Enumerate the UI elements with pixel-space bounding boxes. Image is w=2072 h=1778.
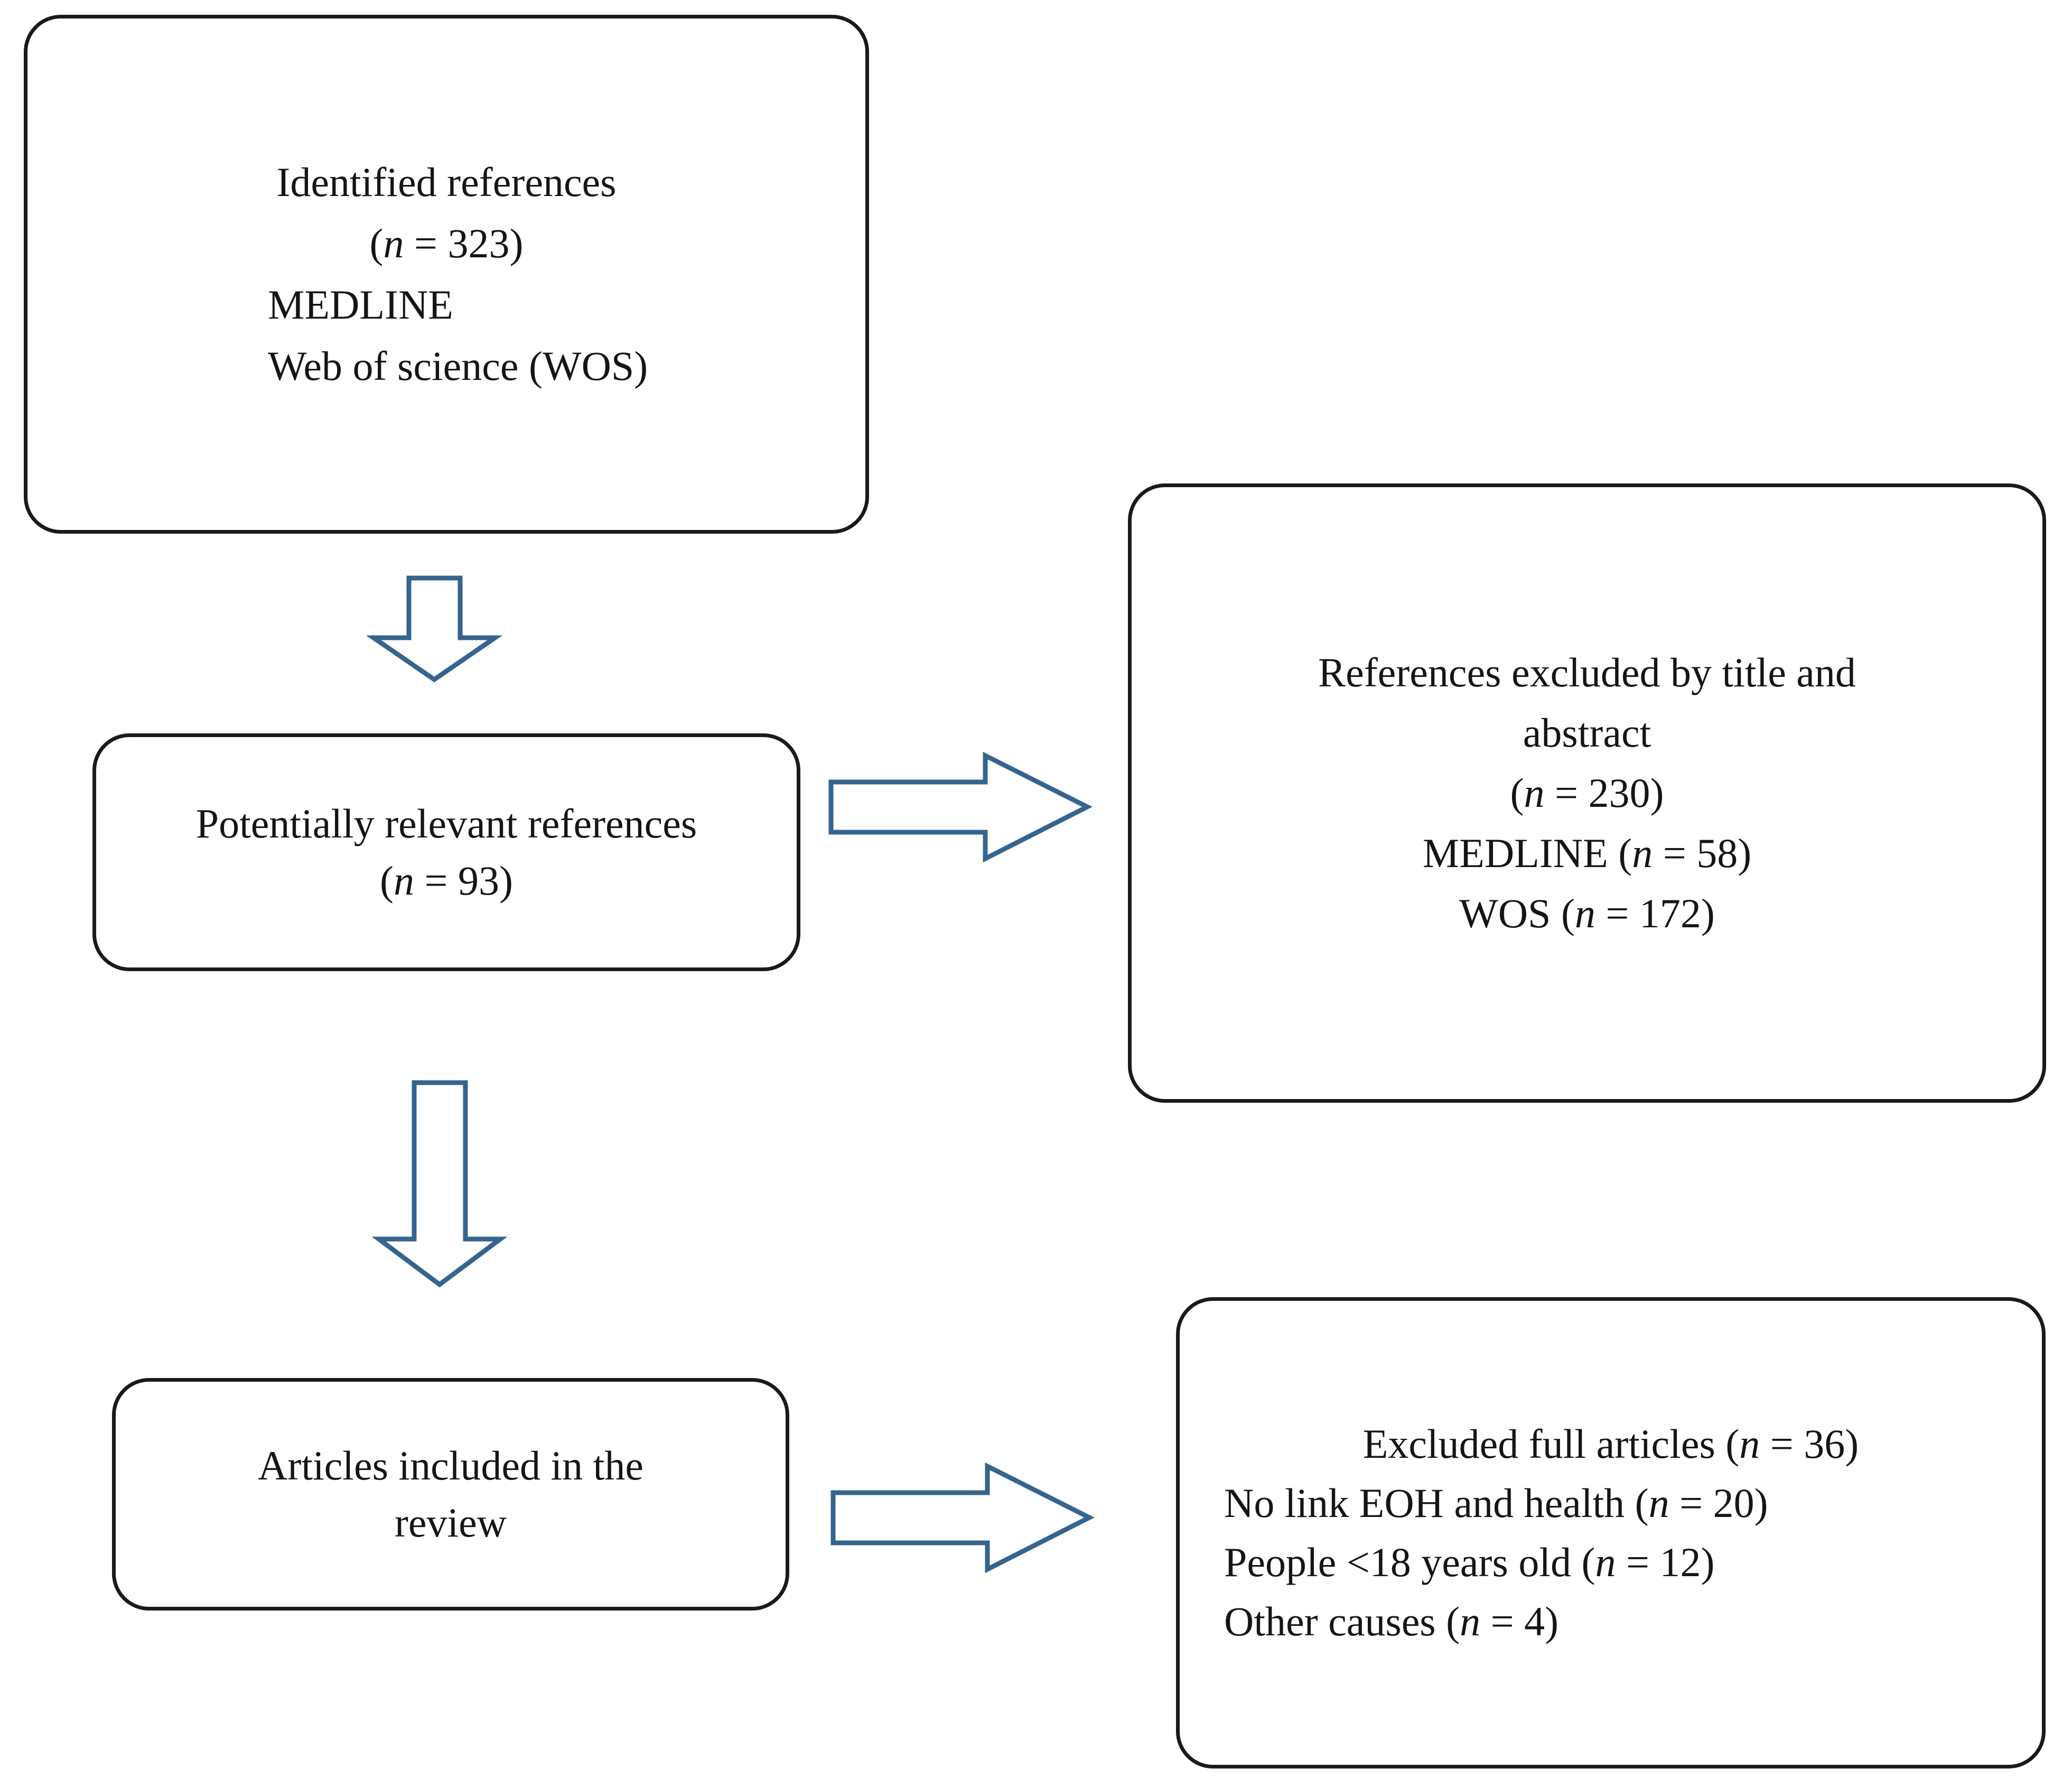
n-symbol: n	[1632, 830, 1653, 876]
arrow-down-icon-identified-to-potentially	[366, 575, 503, 683]
source-label: MEDLINE (	[1422, 830, 1632, 876]
box-potentially-content: Potentially relevant references (n = 93)	[96, 787, 797, 917]
source-label: WOS (	[1459, 890, 1575, 936]
excluded-title-heading-line2: abstract	[1523, 710, 1651, 756]
n-symbol: n	[383, 220, 404, 266]
excluded-full-reason-other: Other causes (n = 4)	[1180, 1601, 2042, 1642]
count-value: = 36)	[1760, 1421, 1859, 1467]
n-symbol: n	[1739, 1421, 1760, 1467]
box-identified-content: Identified references (n = 323) MEDLINE …	[27, 142, 865, 407]
count-value: = 12)	[1616, 1539, 1715, 1585]
included-title-line1: Articles included in the	[258, 1442, 643, 1488]
arrow-down-icon-potentially-to-included	[371, 1080, 508, 1288]
identified-count: (n = 323)	[27, 223, 865, 264]
count-value: = 20)	[1669, 1480, 1768, 1526]
excluded-full-reason-under-18: People <18 years old (n = 12)	[1180, 1542, 2042, 1583]
arrow-right-icon-potentially-to-excluded-title	[828, 751, 1093, 863]
identified-title: Identified references	[276, 159, 617, 205]
count-value: = 230)	[1544, 770, 1664, 816]
n-symbol: n	[1524, 770, 1545, 816]
paren-open: (	[1510, 770, 1524, 816]
reason-label: Excluded full articles (	[1362, 1421, 1740, 1467]
n-symbol: n	[394, 858, 414, 904]
identified-source-medline: MEDLINE	[268, 282, 453, 328]
potentially-title: Potentially relevant references	[195, 800, 697, 846]
box-included-content: Articles included in the review	[116, 1429, 786, 1559]
box-articles-included-in-review: Articles included in the review	[112, 1378, 789, 1611]
count-value: = 172)	[1595, 890, 1715, 936]
paren-open: (	[369, 220, 384, 266]
excluded-title-wos: WOS (n = 172)	[1132, 893, 2042, 934]
count-value: = 4)	[1480, 1598, 1559, 1644]
excluded-full-reason-no-link: No link EOH and health (n = 20)	[1180, 1483, 2042, 1524]
identified-source-wos: Web of science (WOS)	[268, 343, 648, 389]
arrow-right-icon-included-to-excluded-full	[830, 1462, 1095, 1574]
potentially-count: (n = 93)	[96, 860, 797, 901]
n-symbol: n	[1574, 890, 1595, 936]
reason-label: No link EOH and health (	[1224, 1480, 1649, 1526]
count-value: = 323)	[404, 220, 524, 266]
box-excluded-full-content: Excluded full articles (n = 36) No link …	[1180, 1405, 2042, 1660]
box-excluded-full-articles: Excluded full articles (n = 36) No link …	[1176, 1297, 2046, 1768]
reason-label: People <18 years old (	[1224, 1539, 1595, 1585]
box-potentially-relevant-references: Potentially relevant references (n = 93)	[92, 733, 800, 971]
excluded-title-medline: MEDLINE (n = 58)	[1132, 833, 2042, 874]
excluded-title-count: (n = 230)	[1132, 772, 2042, 814]
n-symbol: n	[1648, 1480, 1669, 1526]
box-excluded-by-title-abstract: References excluded by title and abstrac…	[1128, 483, 2046, 1103]
included-title-line2: review	[394, 1500, 507, 1546]
excluded-full-heading: Excluded full articles (n = 36)	[1180, 1423, 2042, 1465]
box-identified-references: Identified references (n = 323) MEDLINE …	[24, 15, 869, 534]
n-symbol: n	[1595, 1539, 1616, 1585]
box-excluded-title-content: References excluded by title and abstrac…	[1132, 633, 2042, 953]
paren-open: (	[380, 858, 394, 904]
reason-label: Other causes (	[1224, 1598, 1460, 1644]
n-symbol: n	[1460, 1598, 1481, 1644]
excluded-title-heading-line1: References excluded by title and	[1318, 649, 1856, 695]
count-value: = 58)	[1653, 830, 1752, 876]
count-value: = 93)	[414, 858, 513, 904]
